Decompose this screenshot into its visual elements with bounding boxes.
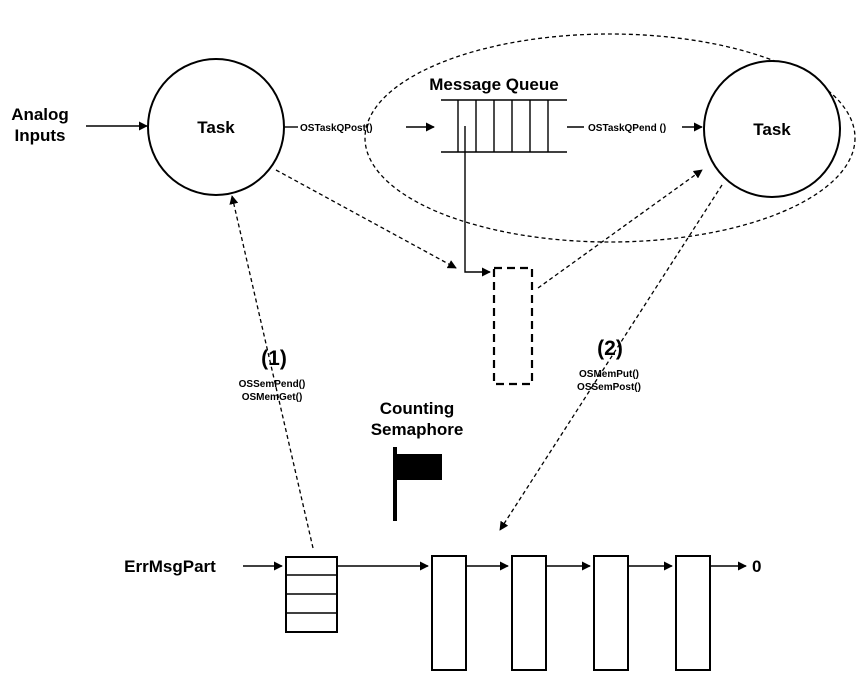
- message-queue: [441, 99, 567, 153]
- pend-call-label: OSTaskQPend (): [588, 123, 666, 134]
- free-block-1: [431, 555, 467, 671]
- step1-number: (1): [261, 347, 287, 370]
- step1-call2: OSMemGet(): [242, 392, 303, 403]
- step2-number: (2): [597, 337, 623, 360]
- message-queue-label: Message Queue: [429, 75, 558, 94]
- step2-call2: OSSemPost(): [577, 382, 641, 393]
- block-to-task-dashed: [537, 169, 703, 289]
- free-block-2: [511, 555, 547, 671]
- message-block: [492, 266, 534, 386]
- partition-name-label: ErrMsgPart: [124, 557, 216, 576]
- partition-to-task-dashed: [229, 195, 314, 549]
- task-left-label: Task: [197, 118, 235, 137]
- step2-call1: OSMemPut(): [579, 369, 639, 380]
- task-to-block-dashed: [275, 169, 457, 269]
- queue-pointer: [464, 126, 491, 277]
- flag-icon: [393, 447, 442, 521]
- task-right-circle: [703, 60, 841, 198]
- semaphore-label-2: Semaphore: [371, 420, 464, 439]
- free-block-4: [675, 555, 711, 671]
- list-end-label: 0: [752, 557, 761, 576]
- partition-control-block: [285, 556, 338, 633]
- semaphore-label-1: Counting: [380, 399, 455, 418]
- free-block-3: [593, 555, 629, 671]
- queue-task-group-ellipse: [364, 33, 856, 243]
- task-right-label: Task: [753, 120, 791, 139]
- analog-inputs-label-2: Inputs: [15, 126, 66, 145]
- post-call-label: OSTaskQPost(): [300, 123, 373, 134]
- analog-inputs-label-1: Analog: [11, 105, 69, 124]
- task-to-block-list-dashed: [499, 184, 723, 531]
- step1-call1: OSSemPend(): [239, 379, 306, 390]
